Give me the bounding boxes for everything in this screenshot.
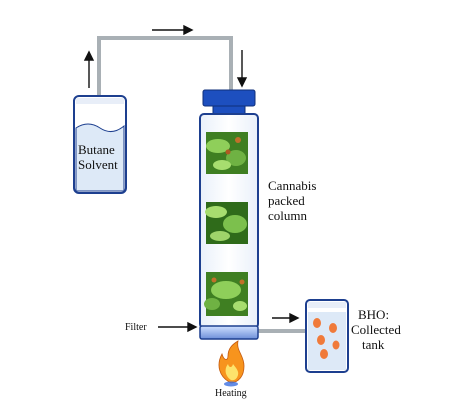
arrow-icon (272, 312, 300, 324)
column-label-line3: column (268, 208, 307, 223)
flame-icon (218, 340, 245, 387)
droplet-icon (313, 318, 340, 359)
bho-label-line3: tank (362, 337, 385, 352)
butane-solvent-vessel (73, 95, 127, 194)
pipe-network (97, 36, 306, 333)
bho-label-line2: Collected (351, 322, 401, 337)
arrow-icon (152, 24, 194, 36)
column-label-line2: packed (268, 193, 305, 208)
arrow-icon (236, 50, 248, 88)
plant-icon (205, 202, 248, 244)
bho-label-line1: BHO: (358, 307, 389, 322)
plant-icon (204, 272, 248, 316)
filter-layer (199, 325, 259, 340)
pipe-butane-to-column (97, 36, 233, 96)
butane-label-line2: Solvent (78, 157, 118, 172)
heating-label: Heating (215, 388, 247, 399)
arrow-icon (158, 321, 198, 333)
plant-icon (206, 132, 248, 174)
cannabis-packed-column (199, 113, 259, 340)
bho-collected-tank (305, 299, 349, 373)
column-label-line1: Cannabis (268, 178, 316, 193)
column-cap (202, 89, 256, 115)
filter-label: Filter (125, 322, 147, 333)
butane-label-line1: Butane (78, 142, 115, 157)
arrow-icon (83, 50, 95, 88)
